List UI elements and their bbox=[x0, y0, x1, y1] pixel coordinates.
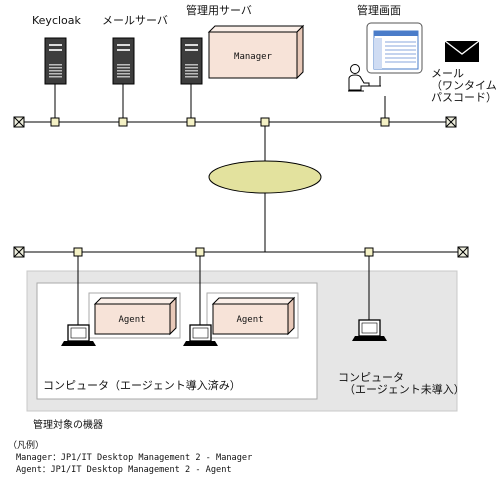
agent-label-1: Agent bbox=[118, 315, 145, 325]
management-screen-label: 管理画面 bbox=[357, 3, 401, 17]
connector-node bbox=[364, 247, 374, 257]
connector-node bbox=[73, 247, 83, 257]
laptop-icon bbox=[352, 319, 387, 341]
legend-manager: Manager：JP1/IT Desktop Management 2 - Ma… bbox=[16, 453, 253, 463]
management-server-label: 管理用サーバ bbox=[186, 3, 252, 17]
terminator-icon bbox=[445, 116, 457, 128]
mail-server-label: メールサーバ bbox=[102, 14, 168, 27]
server-icon bbox=[112, 37, 135, 85]
legend-agent: Agent：JP1/IT Desktop Management 2 - Agen… bbox=[16, 465, 232, 475]
connector-node bbox=[118, 117, 128, 127]
agent-box bbox=[93, 296, 178, 336]
connector-node bbox=[260, 117, 270, 127]
mail-label-line1: メール bbox=[431, 67, 464, 80]
mail-label-line2: （ワンタイム bbox=[431, 79, 497, 92]
terminator-icon bbox=[457, 246, 469, 258]
terminator-icon bbox=[13, 246, 25, 258]
agent-label-2: Agent bbox=[236, 315, 263, 325]
connector-node bbox=[380, 117, 390, 127]
not-installed-label-line2: （エージェント未導入） bbox=[344, 382, 465, 396]
network-ellipse bbox=[208, 160, 322, 194]
legend-heading: （凡例） bbox=[8, 441, 45, 451]
managed-devices-label: 管理対象の機器 bbox=[33, 418, 103, 431]
legend: （凡例） Manager：JP1/IT Desktop Management 2… bbox=[8, 440, 252, 476]
keycloak-label: Keycloak bbox=[32, 14, 82, 27]
mail-label-line3: パスコード） bbox=[431, 91, 497, 104]
connector-node bbox=[186, 117, 196, 127]
mail-icon bbox=[444, 40, 480, 62]
manager-box bbox=[207, 24, 305, 80]
agent-frame bbox=[206, 292, 299, 339]
agent-box bbox=[211, 296, 296, 336]
connector-node bbox=[50, 117, 60, 127]
manager-label: Manager bbox=[234, 52, 273, 62]
laptop-icon bbox=[183, 324, 218, 346]
terminator-icon bbox=[13, 116, 25, 128]
connector-node bbox=[195, 247, 205, 257]
server-icon bbox=[44, 37, 67, 85]
installed-computers-label: コンピュータ（エージェント導入済み） bbox=[43, 378, 241, 392]
management-screen bbox=[366, 22, 423, 74]
not-installed-label-line1: コンピュータ bbox=[338, 371, 404, 384]
server-icon bbox=[180, 37, 203, 85]
user-icon bbox=[348, 64, 381, 92]
laptop-icon bbox=[61, 324, 96, 346]
agent-frame bbox=[88, 292, 181, 339]
